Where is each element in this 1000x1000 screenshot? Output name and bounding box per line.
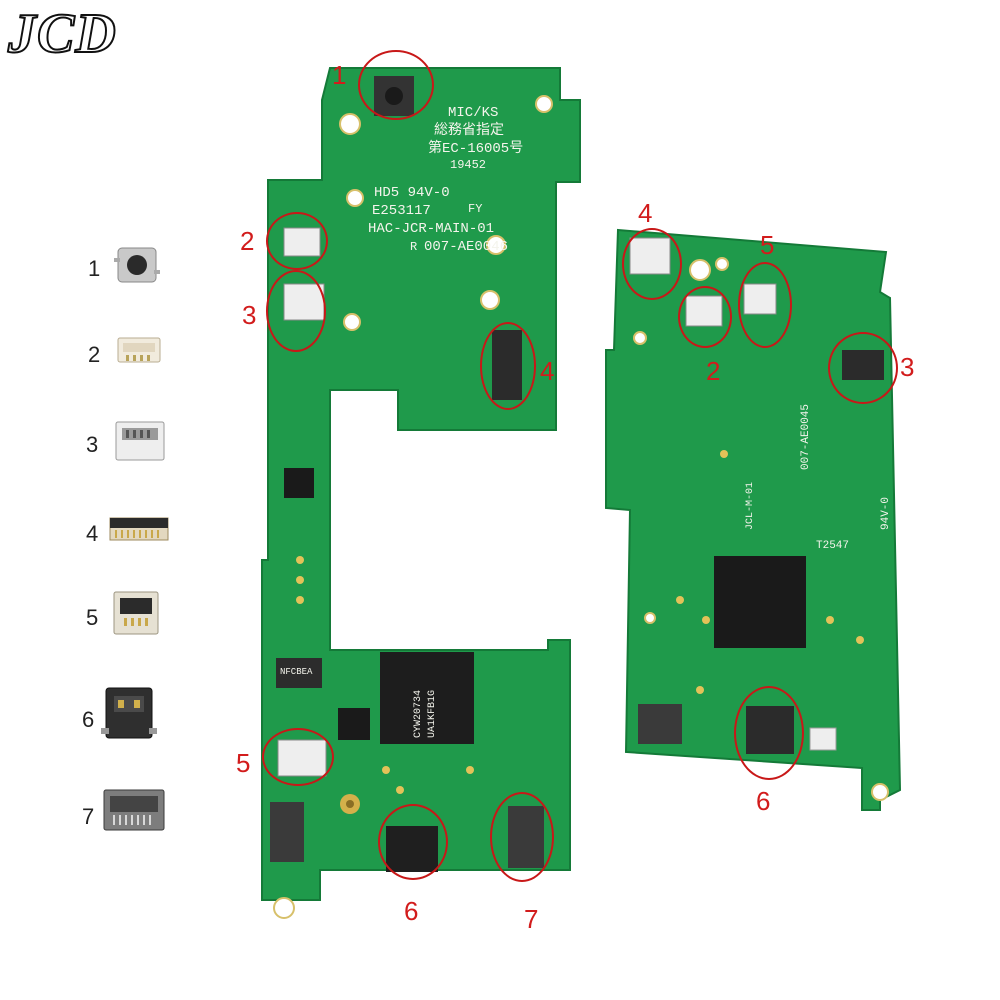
silk-chip-1: CYW20734 (413, 690, 424, 738)
legend-number-6: 6 (82, 707, 95, 732)
legend-number-5: 5 (86, 605, 99, 630)
callout-left-2: 2 (240, 226, 255, 256)
legend-number-7: 7 (82, 804, 95, 829)
silk-right-94v: 94V-0 (880, 497, 892, 530)
silk-r: R (410, 240, 417, 254)
legend-number-2: 2 (88, 342, 101, 367)
battery-connector-part-6 (101, 687, 157, 739)
ring-left-6 (378, 804, 448, 880)
callout-left-6: 6 (404, 896, 419, 926)
callout-left-4: 4 (540, 356, 555, 386)
legend-number-1: 1 (88, 256, 101, 281)
connector-part-3 (115, 421, 165, 461)
right-board-outline (605, 228, 902, 811)
ring-left-5 (262, 728, 334, 786)
tact-switch-part (114, 247, 160, 283)
connector-part-2 (117, 337, 161, 363)
ring-left-1 (358, 50, 434, 120)
silk-007: 007-AE0046 (424, 239, 508, 255)
callout-right-6: 6 (756, 786, 771, 816)
callout-right-2: 2 (706, 356, 721, 386)
ring-right-3 (828, 332, 898, 404)
ring-left-7 (490, 792, 554, 882)
legend-number-3: 3 (86, 432, 99, 457)
ring-left-4 (480, 322, 536, 410)
callout-left-7: 7 (524, 904, 539, 934)
silk-e253: E253117 (372, 203, 431, 219)
silk-jp-1: 総務省指定 (434, 122, 504, 139)
connector-part-5 (113, 591, 159, 635)
silk-right-jcl: JCL-M-01 (745, 482, 756, 530)
silk-hd5: HD5 94V-0 (374, 185, 450, 201)
callout-right-5: 5 (760, 230, 775, 260)
callout-left-1: 1 (332, 60, 347, 90)
silk-right-007: 007-AE0045 (800, 404, 812, 470)
silk-mic: MIC/KS (448, 105, 498, 121)
ring-left-2 (266, 212, 328, 270)
ring-right-5 (738, 262, 792, 348)
ring-right-2 (678, 286, 732, 348)
callout-left-5: 5 (236, 748, 251, 778)
silk-cert: 19452 (450, 158, 486, 172)
left-board-outline (261, 67, 581, 901)
callout-right-3: 3 (900, 352, 915, 382)
silk-chip-2: UA1KFB1G (427, 690, 438, 738)
callout-left-3: 3 (242, 300, 257, 330)
silk-jp-2: 第EC-16005号 (428, 139, 523, 157)
legend-number-4: 4 (86, 521, 99, 546)
brand-logo: JCD (7, 2, 117, 66)
silk-right-t2547: T2547 (816, 540, 849, 552)
ring-right-4 (622, 228, 682, 300)
fpc-connector-part-4 (109, 517, 169, 541)
silk-hac: HAC-JCR-MAIN-01 (368, 221, 494, 237)
silk-fy: FY (468, 202, 482, 216)
callout-right-4: 4 (638, 198, 653, 228)
fpc-connector-part-7 (103, 789, 165, 831)
ring-right-6 (734, 686, 804, 780)
silk-nfc: NFCBEA (280, 667, 313, 677)
ring-left-3 (266, 270, 326, 352)
